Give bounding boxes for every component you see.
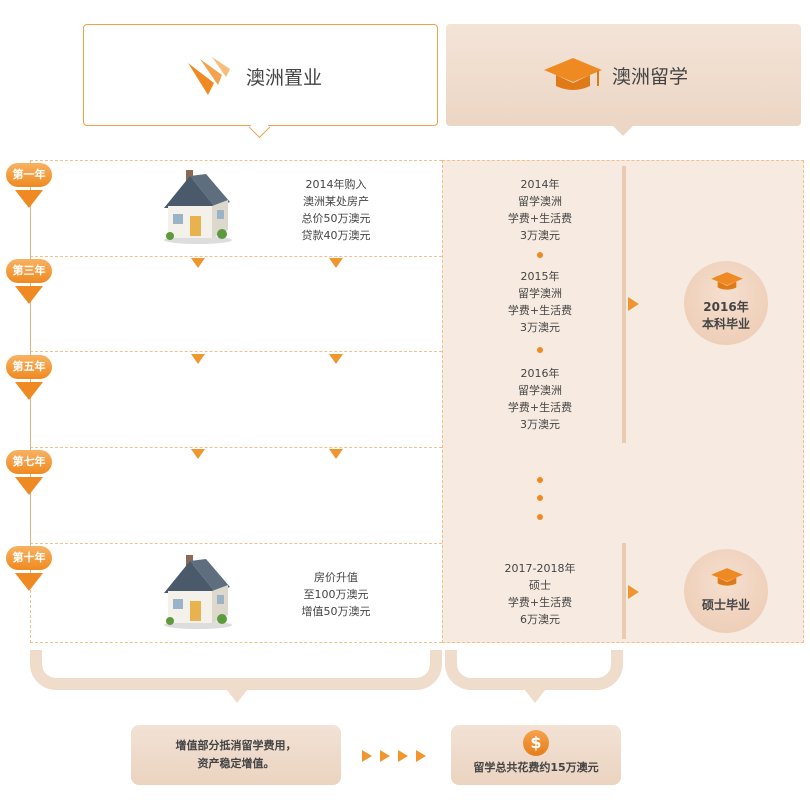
row-divider [30,543,442,544]
summary-line: 资产稳定增值。 [197,757,275,770]
down-arrow-icon [191,449,205,459]
header-pointer [613,116,633,136]
appreciation-text: 房价升值 至100万澳元 增值50万澳元 [301,571,371,618]
brace-pointer [223,685,251,703]
brand-logo-icon [188,57,230,95]
total-cost-label: 留学总共花费约15万澳元 [473,761,599,774]
bracket-bar [622,166,626,443]
connector-dot [537,495,543,501]
graduation-cap-icon [711,272,743,290]
flow-arrow-icon [398,750,408,762]
down-arrow-icon [329,258,343,268]
year-badge-5: 第五年 [6,355,52,379]
property-header-title: 澳洲置业 [246,67,323,89]
study-header-title: 澳洲留学 [612,66,689,88]
master-graduation-badge: 硕士毕业 [684,549,768,633]
flow-arrow-icon [380,750,390,762]
right-arrow-icon [628,585,639,599]
down-arrow-icon [191,354,205,364]
graduation-cap-icon [544,58,602,90]
graduation-cap-icon [711,568,743,586]
year-badge-pointer [15,477,43,495]
right-arrow-icon [628,297,639,311]
year-badge-3: 第三年 [6,259,52,283]
study-header-card[interactable]: 澳洲留学 [446,24,801,136]
right-brace [445,650,623,690]
connector-dot [537,347,543,353]
bracket-bar [622,543,626,639]
connector-dot [537,252,543,258]
bachelor-label: 本科毕业 [701,317,750,331]
year-badge-pointer [15,286,43,304]
summary-left-box: 增值部分抵消留学费用， 资产稳定增值。 [131,725,341,785]
master-label: 硕士毕业 [701,598,750,612]
year-badge-7: 第七年 [6,450,52,474]
summary-line: 增值部分抵消留学费用， [175,739,297,752]
connector-dot [537,514,543,520]
header-pointer [248,116,271,139]
left-brace [30,650,442,690]
connector-dot [537,477,543,483]
year-badge-10: 第十年 [6,546,52,570]
house-icon [164,170,232,244]
year-badge-pointer [15,382,43,400]
bachelor-graduation-badge: 2016年 本科毕业 [684,261,768,345]
purchase-text: 2014年购入 澳洲某处房产 总价50万澳元 贷款40万澳元 [301,178,371,242]
timeline-line [30,180,31,580]
bachelor-year: 2016年 [703,300,749,314]
row-divider [30,256,442,257]
down-arrow-icon [329,354,343,364]
flow-arrow-icon [416,750,426,762]
year-badge-pointer [15,190,43,208]
down-arrow-icon [191,258,205,268]
property-header-card[interactable]: 澳洲置业 [83,24,438,139]
house-icon [164,555,232,629]
year-badge-pointer [15,573,43,591]
down-arrow-icon [329,449,343,459]
brace-pointer [521,685,549,703]
row-divider [30,351,442,352]
summary-right-box: $ 留学总共花费约15万澳元 [451,725,621,785]
row-divider [30,447,442,448]
year-badge-1: 第一年 [6,163,52,187]
flow-arrow-icon [362,750,372,762]
dollar-icon: $ [523,730,549,756]
